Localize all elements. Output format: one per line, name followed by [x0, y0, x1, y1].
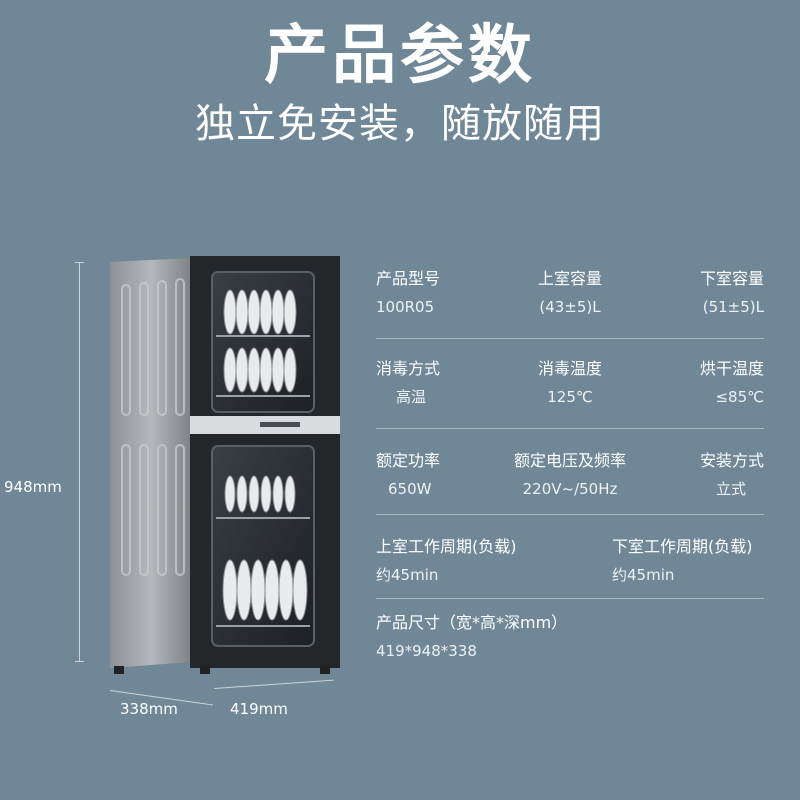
spec-divider — [376, 598, 764, 599]
spec-value: 100R05 — [376, 298, 435, 316]
spec-upper-capacity: 上室容量 (43±5)L — [510, 268, 630, 318]
spec-value: 419*948*338 — [376, 642, 477, 660]
spec-upper-cycle: 上室工作周期(负载) 约45min — [376, 536, 576, 586]
spec-value: 约45min — [376, 566, 439, 584]
spec-value: 高温 — [396, 388, 427, 406]
spec-disinfection-method: 消毒方式 高温 — [376, 358, 496, 408]
spec-disinfection-temp: 消毒温度 125℃ — [510, 358, 630, 408]
spec-drying-temp: 烘干温度 ≤85℃ — [644, 358, 764, 408]
spec-label: 上室容量 — [537, 269, 602, 288]
spec-value: 650W — [388, 480, 432, 498]
spec-value: 立式 — [715, 480, 746, 498]
height-dimension-tick-bottom — [75, 661, 84, 662]
spec-divider — [376, 514, 764, 515]
spec-label: 额定电压及频率 — [513, 451, 626, 470]
spec-label: 消毒温度 — [537, 359, 602, 378]
spec-install-method: 安装方式 立式 — [644, 450, 764, 500]
spec-value: (43±5)L — [539, 298, 601, 316]
spec-rated-power: 额定功率 650W — [376, 450, 496, 500]
spec-value: 约45min — [612, 566, 675, 584]
disinfection-cabinet-image — [110, 256, 340, 674]
spec-label: 烘干温度 — [699, 359, 764, 378]
height-dimension-label: 948mm — [4, 478, 62, 496]
page-title: 产品参数 — [264, 19, 536, 93]
spec-value: 220V~/50Hz — [522, 480, 618, 498]
width-dimension-label: 419mm — [230, 700, 288, 718]
page-subtitle: 独立免安装，随放随用 — [195, 101, 605, 147]
spec-label: 下室容量 — [699, 269, 764, 288]
spec-model: 产品型号 100R05 — [376, 268, 496, 318]
spec-lower-capacity: 下室容量 (51±5)L — [644, 268, 764, 318]
spec-value: ≤85℃ — [715, 388, 764, 406]
spec-rated-voltage: 额定电压及频率 220V~/50Hz — [490, 450, 650, 500]
spec-value: 125℃ — [547, 388, 593, 406]
height-dimension-line — [79, 262, 80, 662]
width-dimension-line — [213, 679, 334, 689]
depth-dimension-label: 338mm — [120, 700, 178, 718]
spec-value: (51±5)L — [702, 298, 764, 316]
spec-label: 下室工作周期(负载) — [612, 537, 753, 556]
spec-product-size: 产品尺寸（宽*高*深mm） 419*948*338 — [376, 612, 676, 662]
spec-label: 上室工作周期(负载) — [376, 537, 517, 556]
spec-label: 额定功率 — [376, 451, 441, 470]
spec-label: 产品型号 — [376, 269, 441, 288]
spec-label: 消毒方式 — [376, 359, 441, 378]
spec-label: 产品尺寸（宽*高*深mm） — [376, 613, 568, 632]
spec-divider — [376, 428, 764, 429]
spec-divider — [376, 338, 764, 339]
spec-lower-cycle: 下室工作周期(负载) 约45min — [612, 536, 764, 586]
height-dimension-tick-top — [75, 262, 84, 263]
spec-label: 安装方式 — [699, 451, 764, 470]
